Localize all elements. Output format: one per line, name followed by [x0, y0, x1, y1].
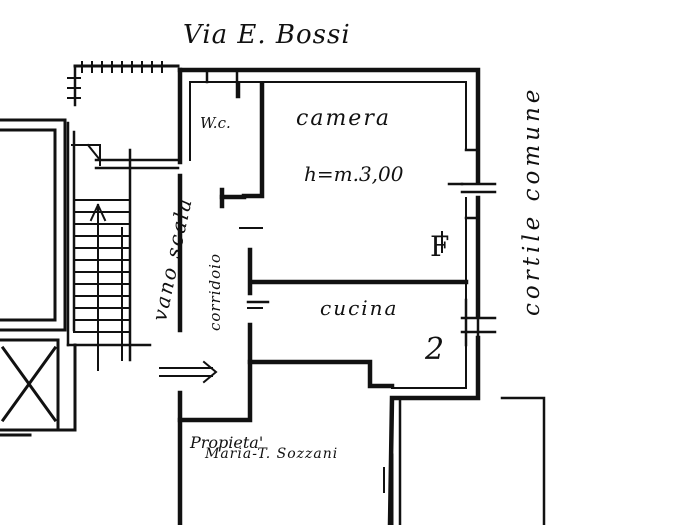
street-label: Via E. Bossi: [183, 20, 351, 50]
camera-cucina-wall: [247, 247, 469, 296]
wc-label: W.c.: [200, 114, 231, 132]
wc-walls: [219, 82, 265, 209]
ceiling-height-label: h=m.3,00: [304, 162, 404, 186]
courtyard-label: cortile comune: [519, 85, 545, 316]
camera-label: camera: [296, 106, 391, 131]
courtyard-windows: [447, 148, 497, 347]
cucina-walls: [177, 322, 395, 423]
corridor-label: corridoio: [206, 252, 224, 332]
camera-mark: F: [430, 230, 450, 263]
neighbour-left: [0, 118, 77, 437]
owner-name: Maria-T. Sozzani: [205, 446, 339, 462]
stair-treads: [73, 199, 131, 333]
owner-label: Propieta': [190, 433, 264, 452]
cucina-label: cucina: [320, 296, 399, 320]
cucina-mark: 2: [425, 332, 445, 367]
neighbour-right: [398, 396, 546, 525]
entrance-arrow: [159, 360, 218, 384]
